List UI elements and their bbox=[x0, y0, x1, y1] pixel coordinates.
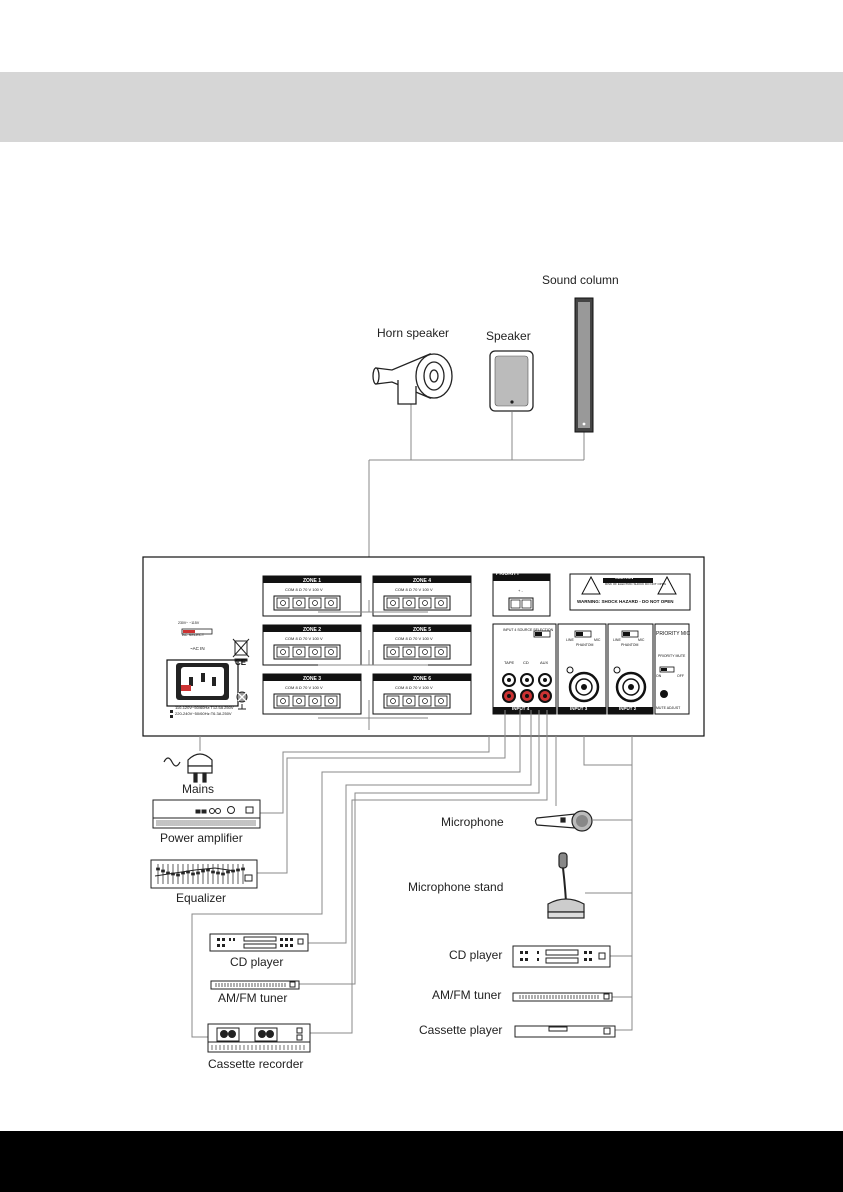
zone-terms-4: COM 8 Ω 70 V 100 V bbox=[395, 587, 433, 592]
panel-label-15: LINE bbox=[566, 638, 574, 642]
label-cassette-recorder: Cassette recorder bbox=[208, 1057, 304, 1071]
microphone-icon bbox=[534, 810, 593, 832]
horn-speaker-icon bbox=[372, 353, 453, 405]
zone-terms-1: COM 8 Ω 70 V 100 V bbox=[285, 587, 323, 592]
panel-label-7: ~AC IN bbox=[190, 646, 205, 651]
panel-label-6: AC SELECT bbox=[182, 632, 205, 637]
zone-block-3: ZONE 3 COM 8 Ω 70 V 100 V bbox=[262, 673, 362, 715]
panel-label-22: INPUT 3 bbox=[570, 706, 588, 711]
rca-jacks bbox=[502, 673, 552, 703]
panel-label-12: TAPE bbox=[504, 660, 514, 665]
panel-label-8: 110-120V~50/60Hz:T12.5A 250V bbox=[175, 705, 234, 710]
panel-label-2: CAUTION bbox=[615, 575, 633, 580]
zone-block-5: ZONE 5 COM 8 Ω 70 V 100 V bbox=[372, 624, 472, 666]
cassette-recorder-icon bbox=[207, 1023, 311, 1053]
input2-block bbox=[607, 623, 654, 715]
panel-label-18: LINE bbox=[613, 638, 621, 642]
panel-label-0: PRIORITY bbox=[496, 571, 520, 577]
zone-blocks: ZONE 1 COM 8 Ω 70 V 100 V ZONE 2 COM 8 Ω 70… bbox=[262, 575, 472, 715]
mains-plug-icon bbox=[163, 753, 213, 783]
panel-label-28: MUTE ADJUST bbox=[656, 706, 681, 710]
power-amplifier-icon bbox=[152, 799, 261, 829]
zone-block-6: ZONE 6 COM 8 Ω 70 V 100 V bbox=[372, 673, 472, 715]
panel-label-9: 220-240V~50/60Hz:T6.3A 250V bbox=[175, 711, 232, 716]
ground-x-icon bbox=[236, 691, 248, 710]
panel-label-23: INPUT 2 bbox=[619, 706, 637, 711]
panel-label-1: + - bbox=[518, 588, 523, 593]
priority-mic-block bbox=[654, 623, 690, 715]
weee-icon bbox=[232, 638, 250, 662]
zone-terms-6: COM 8 Ω 70 V 100 V bbox=[395, 685, 433, 690]
label-mains: Mains bbox=[182, 782, 215, 796]
zone-terms-2: COM 8 Ω 70 V 100 V bbox=[285, 636, 323, 641]
label-amfm-tuner-right: AM/FM tuner bbox=[432, 988, 502, 1002]
zone-title-5: ZONE 5 bbox=[413, 627, 431, 633]
label-horn-speaker: Horn speaker bbox=[377, 326, 450, 340]
amfm-tuner-left-icon bbox=[210, 980, 300, 990]
zone-terms-5: COM 8 Ω 70 V 100 V bbox=[395, 636, 433, 641]
cd-player-right-icon bbox=[512, 945, 611, 968]
panel-label-14: AUX bbox=[540, 660, 549, 665]
panel-label-17: PHANTOM bbox=[576, 643, 594, 647]
label-sound-column: Sound column bbox=[542, 273, 619, 287]
label-speaker: Speaker bbox=[486, 329, 531, 343]
label-amfm-tuner-left: AM/FM tuner bbox=[218, 991, 288, 1005]
panel-label-10: CE bbox=[235, 658, 247, 667]
cassette-player-icon bbox=[514, 1025, 616, 1038]
label-cd-player-left: CD player bbox=[230, 955, 284, 969]
zone-block-4: ZONE 4 COM 8 Ω 70 V 100 V bbox=[372, 575, 472, 617]
zone-links bbox=[318, 600, 428, 730]
label-equalizer: Equalizer bbox=[176, 891, 227, 905]
panel-label-16: MIC bbox=[594, 638, 601, 642]
zone-title-2: ZONE 2 bbox=[303, 627, 321, 633]
panel-label-5: 230V~ ~115V bbox=[178, 621, 200, 625]
cd-player-left-icon bbox=[209, 933, 309, 952]
box-speaker-icon bbox=[489, 350, 534, 412]
label-cassette-player: Cassette player bbox=[419, 1023, 503, 1037]
bottom-black-band bbox=[0, 1131, 843, 1192]
label-cd-player-right: CD player bbox=[449, 948, 503, 962]
zone-block-2: ZONE 2 COM 8 Ω 70 V 100 V bbox=[262, 624, 362, 666]
ac-inlet bbox=[166, 659, 239, 707]
panel-label-4: WARNING: SHOCK HAZARD - DO NOT OPEN bbox=[577, 599, 674, 604]
panel-label-21: INPUT 4 bbox=[512, 706, 530, 711]
microphone-stand-icon bbox=[547, 852, 585, 919]
priority-block bbox=[492, 573, 551, 617]
zone-title-3: ZONE 3 bbox=[303, 676, 321, 682]
label-power-amplifier: Power amplifier bbox=[160, 831, 243, 845]
label-microphone: Microphone bbox=[441, 815, 504, 829]
panel-label-24: PRIORITY MIC bbox=[656, 631, 690, 637]
panel-label-26: ON bbox=[656, 674, 662, 678]
top-gray-band bbox=[0, 72, 843, 142]
amfm-tuner-right-icon bbox=[512, 992, 613, 1002]
zone-title-4: ZONE 4 bbox=[413, 578, 431, 584]
zone-terms-3: COM 8 Ω 70 V 100 V bbox=[285, 685, 323, 690]
zone-title-6: ZONE 6 bbox=[413, 676, 431, 682]
panel-label-27: OFF bbox=[677, 674, 684, 678]
equalizer-icon bbox=[150, 859, 258, 889]
panel-label-3: RISK OF ELECTRIC SHOCK DO NOT OPEN bbox=[605, 582, 666, 586]
input3-block bbox=[557, 623, 607, 715]
ac-select-switch bbox=[181, 628, 213, 635]
label-microphone-stand: Microphone stand bbox=[408, 880, 504, 894]
panel-label-25: PRIORITY MUTE bbox=[658, 654, 686, 658]
panel-label-19: MIC bbox=[638, 638, 645, 642]
input-wiring bbox=[191, 710, 633, 1038]
caution-label bbox=[569, 573, 691, 611]
zone-title-1: ZONE 1 bbox=[303, 578, 321, 584]
zone-block-1: ZONE 1 COM 8 Ω 70 V 100 V bbox=[262, 575, 362, 617]
panel-labels: PRIORITY + - CAUTION RISK OF ELECTRIC SHOCK… bbox=[175, 571, 690, 716]
panel-label-13: CD bbox=[523, 660, 529, 665]
sound-column-icon bbox=[574, 297, 594, 433]
panel-label-11: INPUT 4 SOURCE SELECTION bbox=[503, 628, 554, 632]
panel-label-20: PHANTOM bbox=[621, 643, 639, 647]
